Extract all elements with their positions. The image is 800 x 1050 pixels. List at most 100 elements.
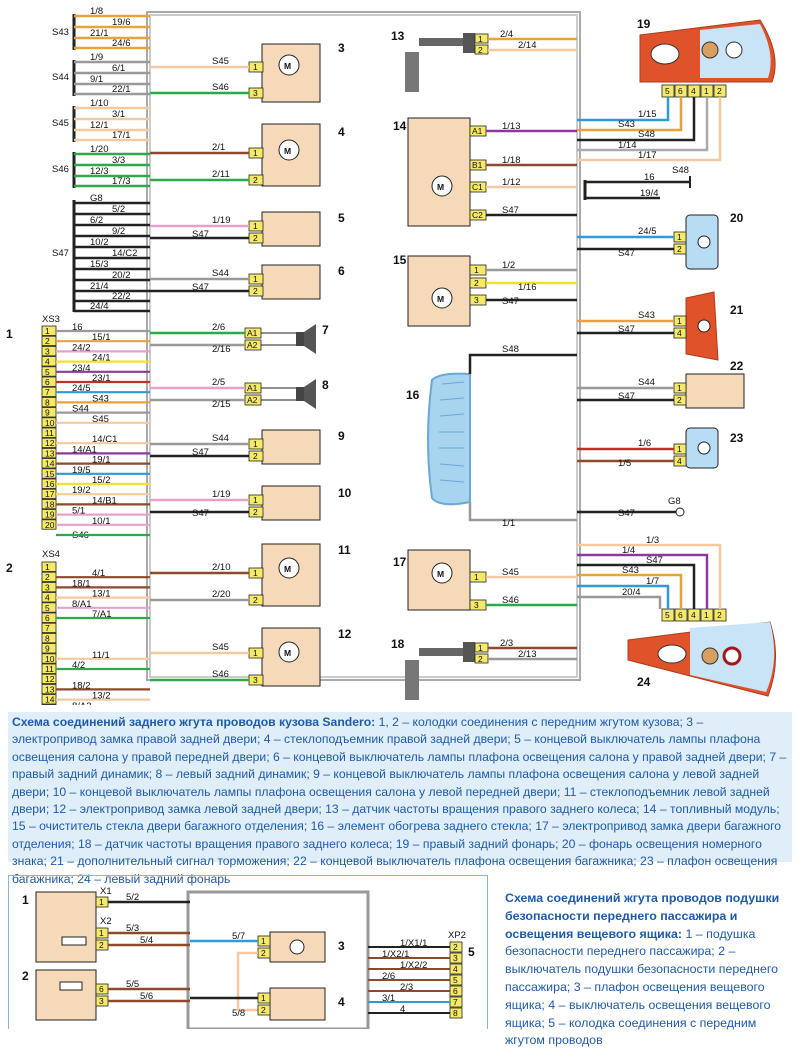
svg-text:S46: S46 xyxy=(212,82,229,93)
svg-text:2/5: 2/5 xyxy=(212,377,225,388)
svg-text:1: 1 xyxy=(253,221,258,231)
component-9-rear-left-door-switch: 1 2 9 S44 S47 xyxy=(150,429,345,464)
svg-text:6/1: 6/1 xyxy=(112,63,125,74)
svg-text:15/3: 15/3 xyxy=(90,259,109,270)
svg-text:1/8: 1/8 xyxy=(90,6,103,17)
svg-text:XP2: XP2 xyxy=(448,930,466,941)
svg-text:2: 2 xyxy=(677,395,682,405)
xs3-wire-label: 14/B1 xyxy=(92,495,117,506)
svg-text:G8: G8 xyxy=(668,496,681,507)
svg-text:4: 4 xyxy=(677,328,682,338)
xs4-wire-label: 11/1 xyxy=(92,650,110,661)
svg-text:A1: A1 xyxy=(247,328,258,338)
xs4-wire-label: 8/A1 xyxy=(72,599,92,610)
xs3-wire-label: 5/1 xyxy=(72,506,85,517)
svg-text:5/6: 5/6 xyxy=(140,991,153,1002)
svg-text:2: 2 xyxy=(253,286,258,296)
caption-title: Схема соединений заднего жгута проводов … xyxy=(12,715,375,729)
svg-text:3: 3 xyxy=(253,675,258,685)
component-16-rear-window-heater: 16 S48 1/1 xyxy=(406,344,577,529)
svg-text:S47: S47 xyxy=(618,324,635,335)
xs3-wire-label: 19/2 xyxy=(72,485,91,496)
xs3-pin-label: 8 xyxy=(45,397,50,407)
svg-text:1: 1 xyxy=(6,327,13,341)
svg-text:19/6: 19/6 xyxy=(112,17,131,28)
component-24-rear-left-lamp: 24 5 6 4 1 2 1/3 1/4 S47 S43 1/7 20/4 xyxy=(577,535,776,696)
svg-text:M: M xyxy=(284,648,291,658)
xs4-pin-label: 10 xyxy=(45,654,55,664)
xp2-wire-label: 4 xyxy=(400,1004,405,1015)
svg-text:21/4: 21/4 xyxy=(90,281,109,292)
xp2-pin-label: 3 xyxy=(453,953,458,963)
svg-text:XS4: XS4 xyxy=(42,549,60,560)
svg-text:1/14: 1/14 xyxy=(618,140,637,151)
svg-text:6: 6 xyxy=(678,86,683,96)
svg-text:1: 1 xyxy=(474,572,479,582)
xp2-wire-label: 1/X1/1 xyxy=(400,938,427,949)
svg-text:1: 1 xyxy=(253,568,258,578)
svg-text:4: 4 xyxy=(338,125,345,139)
xs4-wire-label: 18/2 xyxy=(72,680,91,691)
svg-text:2: 2 xyxy=(22,969,29,983)
svg-text:1/16: 1/16 xyxy=(518,282,537,293)
xs3-pin-label: 2 xyxy=(45,336,50,346)
svg-text:5/5: 5/5 xyxy=(126,979,139,990)
xs3-wire-label: 24/5 xyxy=(72,383,91,394)
svg-text:S47: S47 xyxy=(618,508,635,519)
svg-text:1/1: 1/1 xyxy=(502,518,515,529)
svg-text:A1: A1 xyxy=(472,126,483,136)
svg-text:24/6: 24/6 xyxy=(112,38,131,49)
xs4-pin-label: 1 xyxy=(45,562,50,572)
component-10-front-left-door-switch: 1 2 10 1/19 S47 xyxy=(150,486,352,520)
svg-text:S47: S47 xyxy=(502,205,519,216)
svg-text:21/1: 21/1 xyxy=(90,28,109,39)
svg-text:1: 1 xyxy=(478,643,483,653)
xs3-pin-label: 16 xyxy=(45,479,55,489)
component-18-wheel-speed-sensor: 18 1 2 2/3 2/13 xyxy=(391,637,577,700)
svg-text:5: 5 xyxy=(338,211,345,225)
xs3-pin-label: 19 xyxy=(45,510,55,520)
d2-component-4-glovebox-switch: 1 2 4 5/8 xyxy=(190,988,345,1020)
svg-text:2/13: 2/13 xyxy=(518,649,537,660)
svg-text:4: 4 xyxy=(677,456,682,466)
svg-text:9/1: 9/1 xyxy=(90,74,103,85)
svg-text:1/4: 1/4 xyxy=(622,545,635,556)
xs4-wire-label: 4/2 xyxy=(72,660,85,671)
diagram2-caption: Схема соединений жгута проводов подушки … xyxy=(505,890,795,1029)
xs3-wire-label: 24/2 xyxy=(72,342,91,353)
svg-text:1/6: 1/6 xyxy=(638,438,651,449)
svg-text:12/1: 12/1 xyxy=(90,120,109,131)
svg-text:A2: A2 xyxy=(247,395,258,405)
svg-text:2/14: 2/14 xyxy=(518,40,537,51)
wiring-diagram-airbag-glovebox: .pin2{fill:#f5e96a;stroke:#222;stroke-wi… xyxy=(0,870,500,1029)
xs3-pin-label: 15 xyxy=(45,469,55,479)
svg-text:1/2: 1/2 xyxy=(502,260,515,271)
svg-text:B1: B1 xyxy=(472,160,483,170)
xp2-pin-label: 6 xyxy=(453,986,458,996)
xs3-pin-label: 7 xyxy=(45,387,50,397)
svg-text:22/2: 22/2 xyxy=(112,291,131,302)
svg-text:5: 5 xyxy=(665,610,670,620)
svg-text:12: 12 xyxy=(338,627,352,641)
svg-text:S47: S47 xyxy=(618,248,635,259)
xs3-pin-label: 10 xyxy=(45,418,55,428)
xp2-wire-label: 2/3 xyxy=(400,982,413,993)
svg-text:2: 2 xyxy=(478,45,483,55)
svg-text:2: 2 xyxy=(261,1005,266,1015)
svg-text:2/16: 2/16 xyxy=(212,344,231,355)
svg-text:2: 2 xyxy=(253,595,258,605)
svg-text:1: 1 xyxy=(99,897,104,907)
xs4-pin-label: 3 xyxy=(45,582,50,592)
xs4-pin-label: 12 xyxy=(45,674,55,684)
splice-S48: S48 16 19/4 xyxy=(585,165,690,200)
caption2-body: 1 – подушка безопасности переднего пасса… xyxy=(505,927,778,1048)
svg-text:2/1: 2/1 xyxy=(212,142,225,153)
svg-text:1: 1 xyxy=(22,893,29,907)
svg-text:S48: S48 xyxy=(638,129,655,140)
component-20-license-plate-lamp: 20 1 2 24/5 S47 xyxy=(577,211,744,269)
svg-text:S44: S44 xyxy=(638,377,655,388)
svg-text:S43: S43 xyxy=(52,27,69,38)
svg-text:3/1: 3/1 xyxy=(112,109,125,120)
component-3-rear-right-lock-actuator: 1 3 M 3 S45 S46 xyxy=(150,41,345,102)
svg-text:5/3: 5/3 xyxy=(126,923,139,934)
